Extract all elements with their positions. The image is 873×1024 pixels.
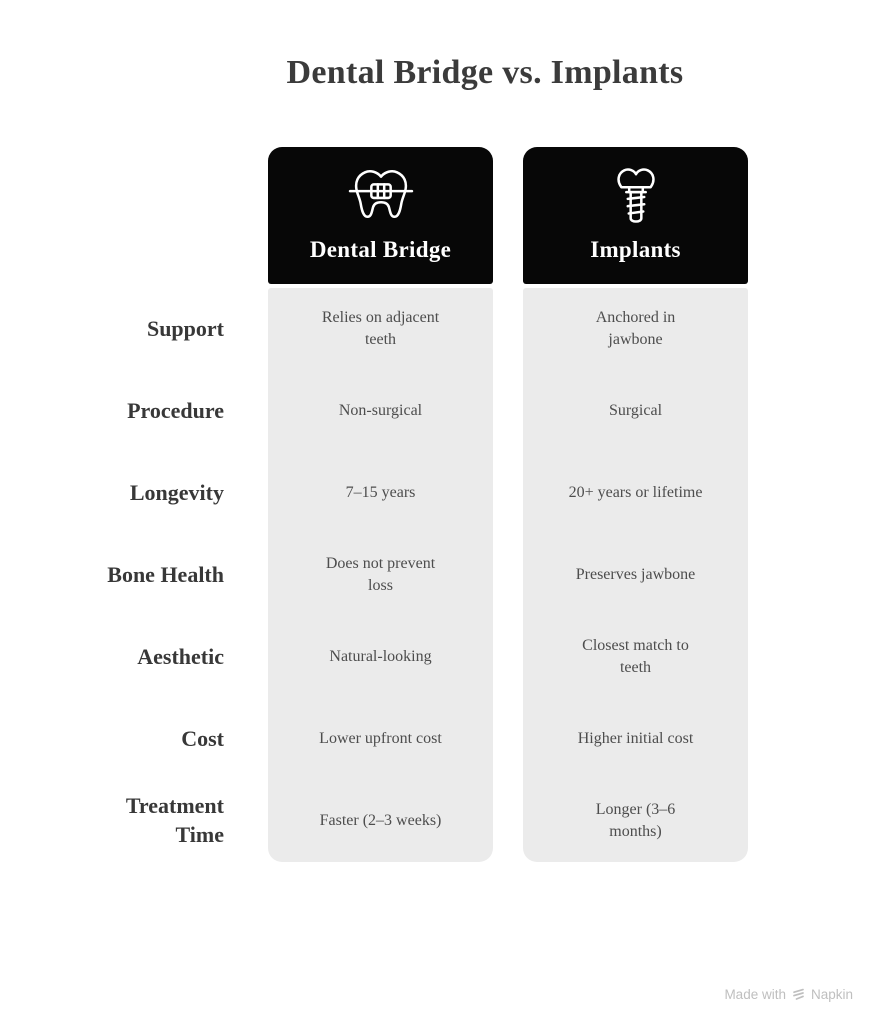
cell-dental-bridge: Faster (2–3 weeks) bbox=[319, 812, 442, 830]
column-header-dental-bridge: Dental Bridge bbox=[268, 147, 493, 284]
row-label: Procedure bbox=[127, 397, 224, 423]
cell-dental-bridge: Relies on adjacent teeth bbox=[321, 309, 440, 348]
cell-implants: Longer (3–6 months) bbox=[595, 801, 676, 840]
made-with-text: Made with bbox=[724, 987, 786, 1002]
row-label: Support bbox=[146, 315, 224, 341]
cell-dental-bridge: Does not prevent loss bbox=[325, 555, 436, 594]
cell-implants: Closest match to teeth bbox=[582, 637, 689, 676]
cell-implants: Higher initial cost bbox=[577, 730, 694, 748]
tooth-implant-icon bbox=[611, 164, 661, 228]
row-label: Cost bbox=[181, 725, 224, 751]
brand-name: Napkin bbox=[810, 987, 853, 1002]
page-title: Dental Bridge vs. Implants bbox=[286, 54, 684, 91]
row-label: Aesthetic bbox=[137, 643, 224, 669]
cell-dental-bridge: Non-surgical bbox=[338, 402, 423, 420]
cell-implants: Anchored in jawbone bbox=[595, 309, 676, 348]
cell-implants: 20+ years or lifetime bbox=[568, 484, 703, 502]
cell-implants: Surgical bbox=[608, 402, 663, 420]
column-title-dental-bridge: Dental Bridge bbox=[309, 237, 452, 262]
cell-implants: Preserves jawbone bbox=[575, 566, 696, 584]
column-title-implants: Implants bbox=[590, 237, 681, 262]
row-label: Treatment Time bbox=[125, 793, 224, 847]
row-label: Bone Health bbox=[107, 561, 224, 587]
tooth-braces-icon bbox=[346, 164, 416, 228]
row-label: Longevity bbox=[129, 479, 224, 505]
column-header-implants: Implants bbox=[523, 147, 748, 284]
cell-dental-bridge: Lower upfront cost bbox=[319, 730, 442, 748]
watermark: Made with Napkin bbox=[724, 987, 853, 1002]
napkin-logo-icon bbox=[791, 987, 806, 1002]
cell-dental-bridge: 7–15 years bbox=[345, 484, 416, 502]
cell-dental-bridge: Natural-looking bbox=[329, 648, 432, 666]
